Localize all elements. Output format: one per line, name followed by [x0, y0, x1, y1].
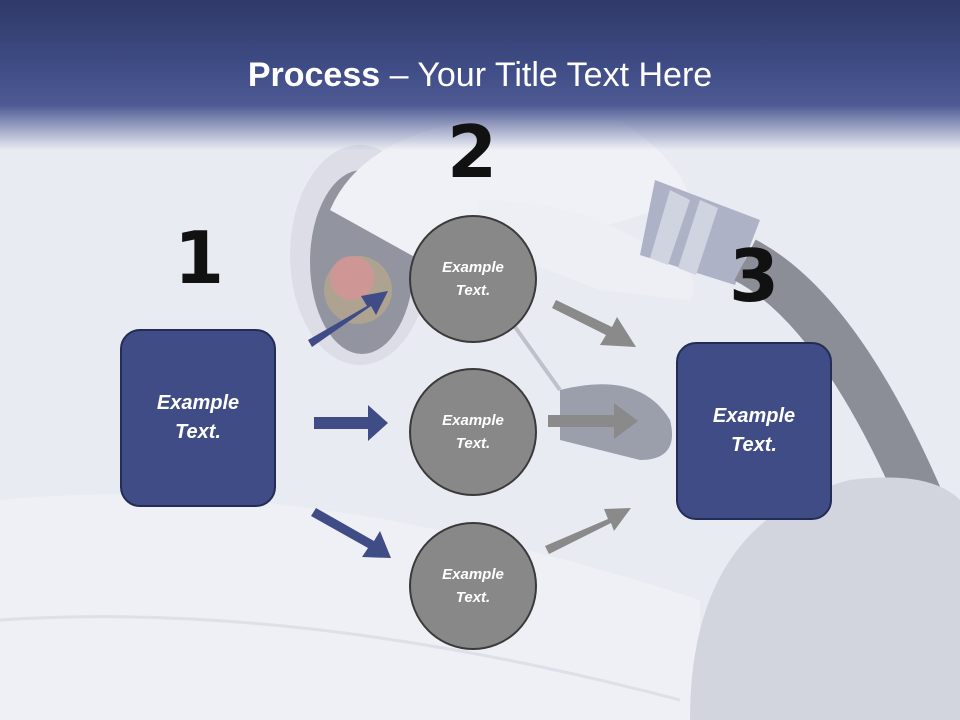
- arrow-1-to-2-bottom: [311, 508, 391, 558]
- title-bar: [0, 0, 960, 150]
- arrow-1-to-2-middle: [314, 405, 388, 441]
- step-2-circle-bottom-label: Example Text.: [442, 566, 504, 606]
- step-2-circle-middle-label: Example Text.: [442, 412, 504, 452]
- step-number-1: 1: [173, 216, 225, 300]
- step-3-label: Example Text.: [712, 405, 796, 456]
- arrow-2-to-3-middle: [548, 403, 638, 439]
- slide-title: Process – Your Title Text Here: [0, 54, 960, 96]
- step-2-circle-top: Example Text.: [409, 215, 537, 343]
- step-1-label: Example Text.: [156, 392, 240, 443]
- step-number-3: 3: [728, 234, 780, 318]
- step-3-box: Example Text.: [676, 342, 832, 520]
- step-1-box: Example Text.: [120, 329, 276, 507]
- title-rest: – Your Title Text Here: [380, 56, 713, 94]
- step-2-circle-top-label: Example Text.: [442, 259, 504, 299]
- step-2-circle-middle: Example Text.: [409, 368, 537, 496]
- step-2-circle-bottom: Example Text.: [409, 522, 537, 650]
- arrow-1-to-2-top: [308, 291, 388, 347]
- arrow-2-to-3-top: [552, 300, 636, 347]
- arrow-2-to-3-bottom: [545, 508, 631, 554]
- title-bold: Process: [247, 56, 381, 94]
- step-number-2: 2: [446, 110, 498, 194]
